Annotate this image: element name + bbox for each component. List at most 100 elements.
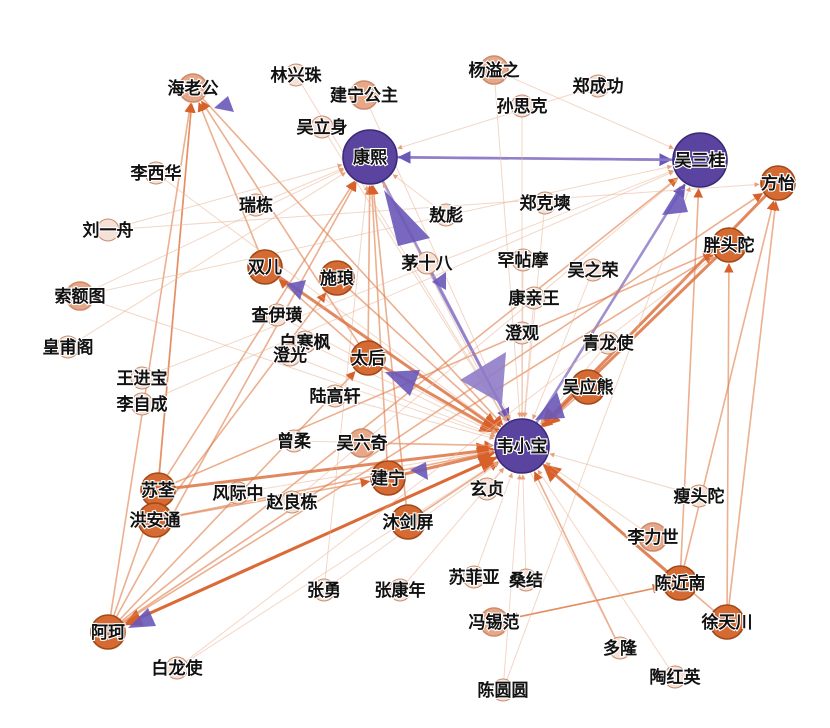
big-arrow-ake — [128, 608, 156, 628]
node-label: 王进宝 — [117, 368, 168, 389]
node-circle — [65, 281, 95, 311]
node-huangfuge: 皇甫阁 — [41, 335, 95, 359]
node-label: 方怡 — [761, 173, 795, 194]
node-aobai: 敖彪 — [428, 203, 464, 227]
edge-zhangyong-to-kangxi — [323, 185, 369, 591]
big-arrow-shuanger — [286, 280, 306, 300]
big-arrow-maoshiba — [432, 272, 446, 290]
edge-wuzhirong-to-weixiaobao — [532, 269, 594, 420]
node-label: 冯锡范 — [469, 612, 520, 633]
node-label: 阿珂 — [91, 623, 125, 643]
node-fangyi: 方怡 — [760, 165, 796, 201]
node-circle — [226, 481, 250, 505]
node-lixihua: 李西华 — [129, 161, 183, 185]
node-wulishen: 吴立身 — [295, 115, 349, 139]
node-yangyizhi: 杨溢之 — [467, 55, 521, 85]
edge-chenjinnan-to-fengxifan — [508, 582, 681, 622]
node-circle — [265, 303, 289, 327]
node-label: 韦小宝 — [497, 436, 548, 457]
edge-shilang-to-weixiaobao — [336, 277, 502, 428]
node-label: 吴之荣 — [568, 260, 619, 281]
node-chengguan: 澄观 — [504, 321, 540, 345]
node-label: 苏荃 — [141, 480, 175, 501]
edge-suquan-to-weixiaobao — [157, 442, 495, 492]
node-circle — [638, 522, 668, 552]
edge-zhengkeshuang-to-weixiaobao — [522, 202, 546, 418]
edge-taihou-to-haolaogong — [201, 100, 369, 359]
node-circle — [130, 366, 154, 390]
node-circle — [312, 578, 336, 602]
node-label: 青龙使 — [583, 333, 635, 354]
node-label: 曾柔 — [277, 431, 312, 452]
node-shilang: 施琅 — [319, 260, 355, 296]
node-label: 孙思克 — [497, 96, 548, 117]
node-circle — [319, 260, 355, 296]
edge-yangyizhi-to-wusangui — [493, 69, 674, 149]
edge-duolong-to-weixiaobao — [533, 471, 621, 649]
node-label: 玄贞 — [470, 479, 504, 500]
node-label: 茅十八 — [402, 253, 454, 274]
edge-taihou-to-weixiaobao — [367, 356, 499, 433]
node-label: 杨溢之 — [469, 60, 520, 81]
node-label: 胖头陀 — [704, 235, 755, 256]
node-circle — [581, 258, 605, 282]
node-zhayibao: 查伊璜 — [249, 303, 304, 327]
edge-bailongshi-to-pangtoutuo — [176, 256, 715, 669]
node-kangxi: 康熙 — [342, 129, 398, 185]
node-circle — [687, 484, 711, 508]
node-suoetu: 索额图 — [53, 281, 107, 311]
node-lizicheng: 李自成 — [115, 392, 169, 416]
node-zhaoliangdong: 赵良栋 — [264, 490, 319, 514]
node-kangqinwang: 康亲王 — [507, 286, 561, 310]
node-circle — [282, 429, 306, 453]
node-label: 李力世 — [628, 527, 679, 548]
edge-huangfuge-to-kangxi — [67, 172, 346, 348]
edge-kangqinwang-to-weixiaobao — [522, 297, 535, 418]
node-circle — [672, 132, 728, 188]
node-duolong: 多隆 — [602, 636, 639, 660]
node-qinglongshi: 青龙使 — [581, 331, 636, 355]
node-circle — [510, 94, 534, 118]
node-taihou: 太后 — [350, 340, 386, 376]
node-circle — [760, 165, 796, 201]
node-bailongshi: 白龙使 — [150, 656, 205, 680]
node-jianninggongzhu: 建宁公主 — [329, 80, 399, 110]
big-arrow-weixiaobao-upper — [460, 352, 506, 404]
node-shoutoutuo: 瘦头陀 — [672, 484, 726, 508]
node-circle — [323, 384, 347, 408]
node-wangjinbao: 王进宝 — [115, 366, 169, 390]
node-chenyuanyuan: 陈圆圆 — [476, 678, 530, 702]
node-label: 敖彪 — [429, 205, 463, 226]
edge-liuyizhou-to-fangyi — [107, 182, 760, 231]
node-circle — [475, 477, 499, 501]
node-circle — [90, 614, 126, 650]
node-circle — [514, 568, 538, 592]
node-circle — [462, 565, 486, 589]
node-sufeiya: 苏菲亚 — [447, 565, 501, 589]
node-label: 澄观 — [505, 323, 539, 344]
edge-shuanger-to-haolaogong — [197, 101, 266, 268]
node-circle — [165, 656, 189, 680]
node-xuanzhen: 玄贞 — [469, 477, 505, 501]
node-chengguang: 澄光 — [272, 343, 308, 367]
node-label: 瑞栋 — [239, 195, 273, 216]
node-label: 吴应熊 — [563, 377, 614, 398]
node-circle — [137, 502, 173, 538]
big-arrow-jianning — [410, 462, 428, 480]
node-circle — [280, 490, 304, 514]
node-wuyingxiong: 吴应熊 — [561, 369, 615, 405]
node-label: 林兴珠 — [271, 65, 323, 86]
node-luhaoxuan: 陆高轩 — [308, 384, 362, 408]
edge-bailongshi-to-weixiaobao — [176, 461, 499, 669]
node-label: 刘一舟 — [83, 220, 134, 241]
big-arrow-kangxi — [384, 190, 430, 246]
node-label: 太后 — [351, 348, 385, 369]
edge-chengguang-to-weixiaobao — [289, 354, 496, 437]
node-label: 张康年 — [375, 580, 426, 601]
edge-liuyizhou-to-kangxi — [107, 163, 343, 231]
node-fengjizhong: 风际中 — [211, 481, 265, 505]
node-label: 徐天川 — [701, 612, 753, 633]
edge-taihou-to-kangxi — [364, 185, 375, 359]
node-xutianchuan: 徐天川 — [699, 604, 754, 640]
edge-ake-to-fangyi — [107, 192, 764, 633]
